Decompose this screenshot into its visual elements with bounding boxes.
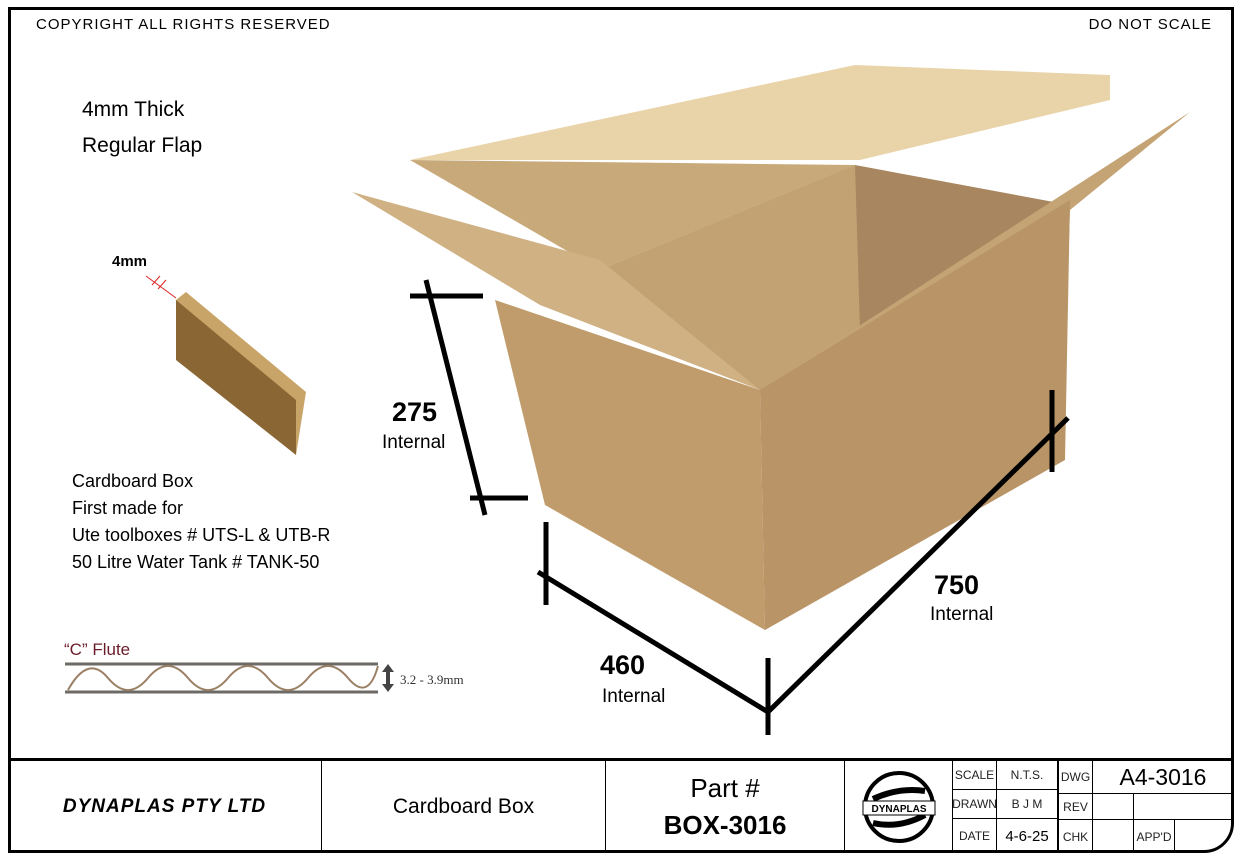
part-number: BOX-3016 [663,810,787,840]
spec-flap: Regular Flap [82,134,203,157]
height-dimension: 275 [392,397,438,427]
part-label: Part # [690,773,760,803]
rev-label: REV [1059,794,1093,819]
scale-value: N.T.S. [997,761,1058,789]
width-label: Internal [602,686,666,707]
scale-label: SCALE [953,761,997,789]
company-logo: DYNAPLAS [845,761,953,853]
title-block: DYNAPLAS PTY LTD Cardboard Box Part # BO… [8,758,1234,853]
note-line: Ute toolboxes # UTS-L & UTB-R [72,525,331,545]
rev-value [1093,794,1134,819]
description-cell: Cardboard Box [322,761,606,853]
length-dimension: 750 [934,570,980,600]
chk-label: CHK [1059,820,1093,853]
board-sample-icon [145,275,306,455]
appd-label: APP'D [1134,820,1175,853]
length-label: Internal [930,604,994,625]
thickness-label: 4mm [112,253,148,270]
flute-diagram-icon [65,662,394,694]
flute-title: “C” Flute [64,640,131,659]
flute-range: 3.2 - 3.9mm [400,672,464,687]
chk-value [1093,820,1134,853]
drawn-label: DRAWN [952,790,997,818]
company-name-text: DYNAPLAS PTY LTD [62,796,267,817]
illustration [145,65,1190,735]
dwg-number: A4-3016 [1119,763,1207,790]
height-label: Internal [382,432,446,453]
date-label: DATE [953,819,997,853]
note-line: First made for [72,498,184,518]
note-line: Cardboard Box [72,471,194,491]
sheet-border [8,7,1234,853]
dimension-lines [410,279,1070,735]
note-line: 50 Litre Water Tank # TANK-50 [72,552,320,572]
description-text: Cardboard Box [392,795,535,818]
width-dimension: 460 [600,650,646,680]
dynaplas-logo-icon: DYNAPLAS [862,771,935,843]
part-number-cell: Part # BOX-3016 [606,761,845,853]
date-value: 4-6-25 [997,819,1058,853]
svg-text:DYNAPLAS: DYNAPLAS [871,804,926,815]
dwg-label: DWG [1059,761,1093,793]
do-not-scale-notice: DO NOT SCALE [1088,16,1212,33]
cardboard-box-image [352,65,1190,630]
spec-thickness: 4mm Thick [82,98,185,121]
company-name: DYNAPLAS PTY LTD [8,761,322,853]
copyright-notice: COPYRIGHT ALL RIGHTS RESERVED [36,16,331,33]
drawn-value: B J M [997,790,1058,818]
